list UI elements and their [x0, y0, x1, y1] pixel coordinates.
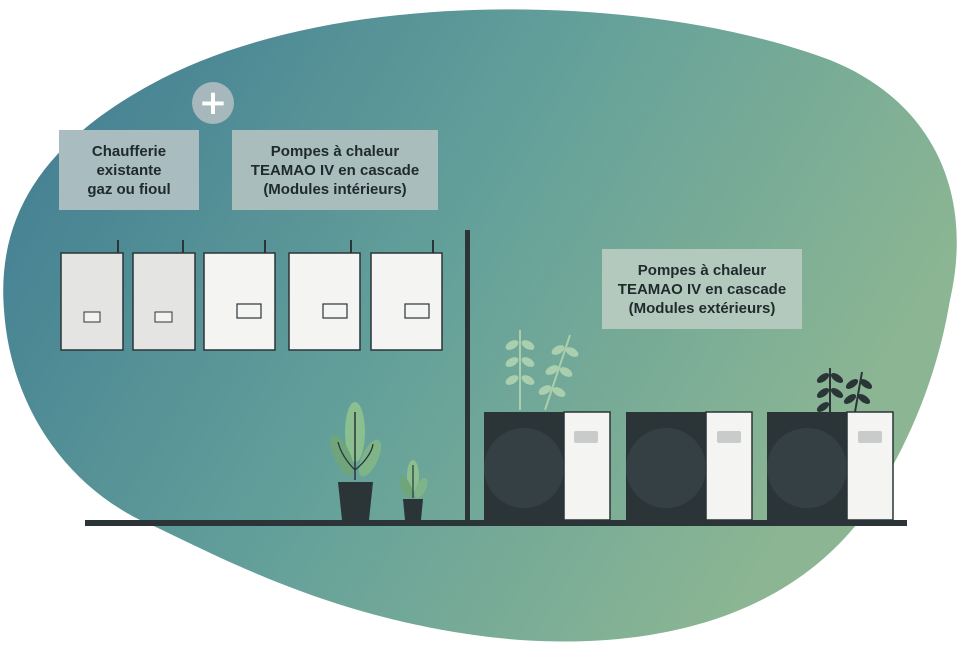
label-indoor-heat-pumps: Pompes à chaleur TEAMAO IV en cascade (M…	[232, 130, 438, 210]
plant-pot-small	[399, 460, 428, 520]
plant-fern	[505, 330, 579, 411]
outdoor-module	[767, 411, 894, 521]
label-existing-boiler-room: Chaufferie existante gaz ou fioul	[59, 130, 199, 210]
plant-pot-large	[330, 402, 382, 520]
outdoor-module	[626, 411, 753, 521]
plant-dark	[816, 368, 873, 413]
label-outdoor-heat-pumps: Pompes à chaleur TEAMAO IV en cascade (M…	[602, 249, 802, 329]
plus-icon: +	[192, 82, 234, 124]
indoor-module	[370, 240, 443, 351]
floor-line	[85, 520, 907, 526]
indoor-module	[203, 240, 276, 351]
outdoor-module	[484, 411, 611, 521]
wall-divider	[465, 230, 470, 526]
boiler-unit	[132, 240, 196, 351]
indoor-module	[288, 240, 361, 351]
boiler-unit	[60, 240, 124, 351]
